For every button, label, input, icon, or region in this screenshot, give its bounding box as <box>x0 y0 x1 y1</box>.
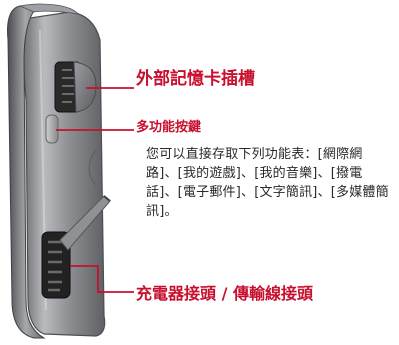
memory-card-slot-label: 外部記憶卡插槽 <box>136 69 255 89</box>
charger-connector-port <box>41 231 71 299</box>
multi-function-key-description: 您可以直接存取下列功能表：[網際網路]、[我的遊戲]、[我的音樂]、[撥電話]、… <box>146 147 389 219</box>
charger-connector-label: 充電器接頭 / 傳輸線接頭 <box>136 284 313 303</box>
multi-function-key-label: 多功能按鍵 <box>136 120 202 135</box>
leader-line-charger <box>70 265 134 293</box>
charger-connector-cover <box>59 195 111 251</box>
memory-card-slot <box>54 61 97 113</box>
multi-function-key <box>45 114 59 144</box>
